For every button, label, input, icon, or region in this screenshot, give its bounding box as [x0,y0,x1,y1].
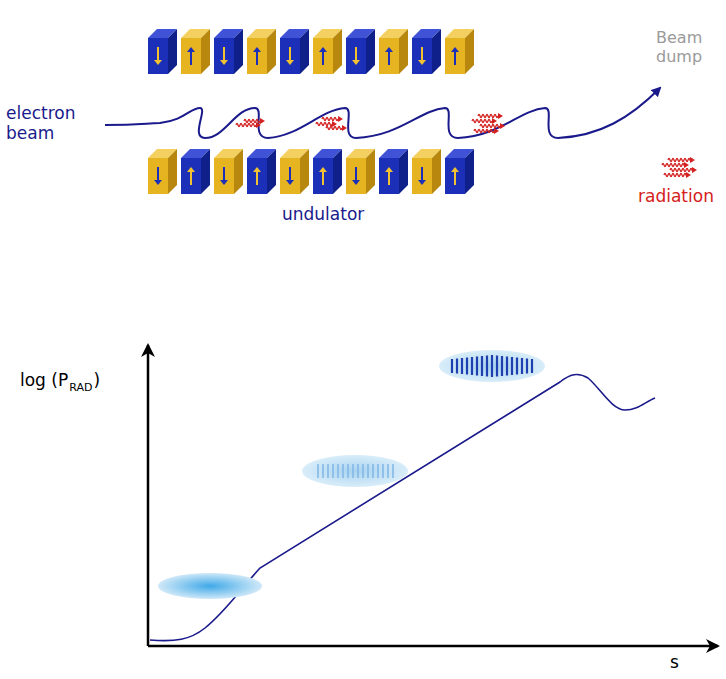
x-axis [148,645,718,648]
undulator-label: undulator [282,204,364,224]
magnet-block [181,29,210,74]
magnet-block [379,149,408,194]
electron-bunch [158,573,262,599]
undulator-magnets [148,29,474,194]
axis-label: log (P [20,370,68,390]
magnet-block [280,149,309,194]
magnet-block [445,29,474,74]
magnet-block [412,149,441,194]
magnet-block [181,149,210,194]
magnet-block [313,149,342,194]
electron-bunch [439,350,545,382]
magnet-block [313,29,342,74]
y-axis [147,345,150,646]
magnet-block [148,149,177,194]
axis-label: ) [93,370,100,390]
radiation-label: radiation [638,186,714,206]
magnet-block [379,29,408,74]
radiation-waves [236,113,697,178]
microbunching [318,355,532,478]
magnet-block [148,29,177,74]
magnet-block [445,149,474,194]
electron-trajectory [105,88,660,138]
magnet-block [280,29,309,74]
magnet-block [346,149,375,194]
magnet-block [247,29,276,74]
dump-label: Beam dump [656,28,716,66]
beam-label: electron beam [6,103,96,144]
magnet-block [214,29,243,74]
axis-label: s [670,652,679,672]
magnet-block [346,29,375,74]
magnet-block [214,149,243,194]
magnet-block [412,29,441,74]
electron-bunch [302,455,408,487]
power-curve [150,375,655,641]
axis-subscript: RAD [69,381,92,394]
magnet-block [247,149,276,194]
